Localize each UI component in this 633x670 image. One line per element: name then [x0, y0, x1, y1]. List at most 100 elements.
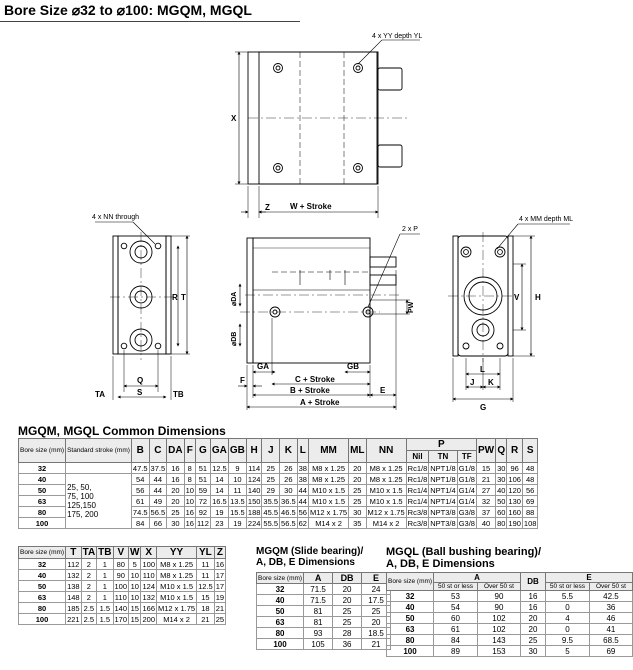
value-cell: 20: [166, 484, 185, 496]
label-gb: GB: [347, 362, 359, 371]
value-cell: 80: [112, 558, 130, 570]
value-cell: 81: [303, 616, 334, 628]
value-cell: 35: [348, 517, 367, 529]
h-da: DA: [166, 438, 185, 463]
h-ml: ML: [348, 438, 367, 463]
value-cell: 5: [128, 558, 142, 570]
value-cell: 44: [148, 484, 168, 496]
value-cell: 26: [279, 473, 298, 485]
top-view: [235, 39, 420, 218]
value-cell: 25: [166, 506, 185, 518]
value-cell: M12 x 1.75: [365, 506, 407, 518]
value-cell: 38: [296, 473, 309, 485]
value-cell: 59: [194, 484, 211, 496]
value-cell: M10 x 1.5: [307, 484, 350, 496]
h-w: W: [128, 546, 142, 559]
bore-cell: 100: [255, 638, 305, 650]
value-cell: 143: [476, 634, 522, 646]
port-cell: G1/4: [456, 484, 477, 496]
callout-mm: 4 x MM depth ML: [519, 216, 573, 223]
h-bore: Bore size (mm): [17, 438, 67, 463]
value-cell: 30: [520, 645, 546, 657]
title-rule: [0, 21, 300, 22]
stroke-line: 25, 50,: [67, 483, 92, 492]
h-p-tn: TN: [428, 450, 458, 463]
label-ga: GA: [257, 362, 269, 371]
bore-cell: 40: [385, 601, 435, 613]
bore-cell: 63: [17, 495, 67, 507]
value-cell: 1.5: [96, 613, 114, 625]
h-p: P: [405, 438, 477, 451]
value-cell: 92: [194, 506, 211, 518]
value-cell: 37.5: [148, 462, 168, 474]
value-cell: 5.5: [545, 590, 590, 602]
port-cell: Rc1/8: [405, 462, 430, 474]
value-cell: 20: [348, 473, 367, 485]
mgql-title: MGQL (Ball bushing bearing)/ A, DB, E Di…: [386, 546, 541, 570]
value-cell: M10 x 1.5: [307, 495, 350, 507]
value-cell: 153: [476, 645, 522, 657]
value-cell: 20: [520, 623, 546, 635]
bore-cell: 32: [385, 590, 435, 602]
value-cell: 30: [348, 506, 367, 518]
stroke-line: 175, 200: [67, 510, 99, 519]
value-cell: 200: [140, 613, 157, 625]
port-cell: G1/4: [456, 495, 477, 507]
value-cell: 17: [213, 569, 227, 581]
h-yy: YY: [155, 546, 198, 559]
h-z: Z: [213, 546, 227, 559]
value-cell: 114: [245, 462, 263, 474]
value-cell: 15: [475, 462, 497, 474]
value-cell: 1: [96, 569, 114, 581]
value-cell: 110: [140, 569, 157, 581]
h-c: C: [148, 438, 168, 463]
h-sub: Over 50 st: [476, 582, 522, 591]
h-sub: 50 st or less: [545, 582, 590, 591]
value-cell: 2: [80, 591, 98, 603]
value-cell: 11: [196, 569, 215, 581]
h-mm: MM: [307, 438, 350, 463]
value-cell: 47.5: [130, 462, 150, 474]
stroke-line: 125,150: [67, 501, 96, 510]
value-cell: 16: [166, 462, 185, 474]
h-db: DB: [332, 572, 363, 584]
value-cell: 10: [128, 591, 142, 603]
value-cell: 25: [348, 495, 367, 507]
value-cell: 120: [506, 484, 523, 496]
h-k: K: [279, 438, 298, 463]
value-cell: M14 x 2: [155, 613, 198, 625]
value-cell: M8 x 1.25: [155, 558, 198, 570]
value-cell: 185: [65, 602, 82, 614]
value-cell: 14: [209, 484, 229, 496]
value-cell: 11: [196, 558, 215, 570]
value-cell: 132: [65, 569, 82, 581]
port-cell: Rc3/8: [405, 506, 430, 518]
value-cell: 1: [96, 580, 114, 592]
value-cell: 221: [65, 613, 82, 625]
value-cell: M10 x 1.5: [365, 484, 407, 496]
value-cell: 51: [194, 473, 211, 485]
stroke-cell: [65, 462, 132, 474]
value-cell: 2: [80, 558, 98, 570]
h-e: E: [545, 572, 633, 583]
value-cell: 100: [112, 580, 130, 592]
value-cell: 160: [506, 506, 523, 518]
value-cell: 19: [227, 517, 247, 529]
mgqm-title: MGQM (Slide bearing)/ A, DB, E Dimension…: [256, 546, 363, 568]
callout-nn: 4 x NN through: [92, 214, 139, 221]
value-cell: 16: [520, 601, 546, 613]
h-bore: Bore size (mm): [17, 546, 67, 559]
port-cell: Rc1/4: [405, 484, 430, 496]
value-cell: 2: [80, 580, 98, 592]
value-cell: 150: [245, 495, 263, 507]
value-cell: 224: [245, 517, 263, 529]
label-q: Q: [137, 376, 143, 385]
